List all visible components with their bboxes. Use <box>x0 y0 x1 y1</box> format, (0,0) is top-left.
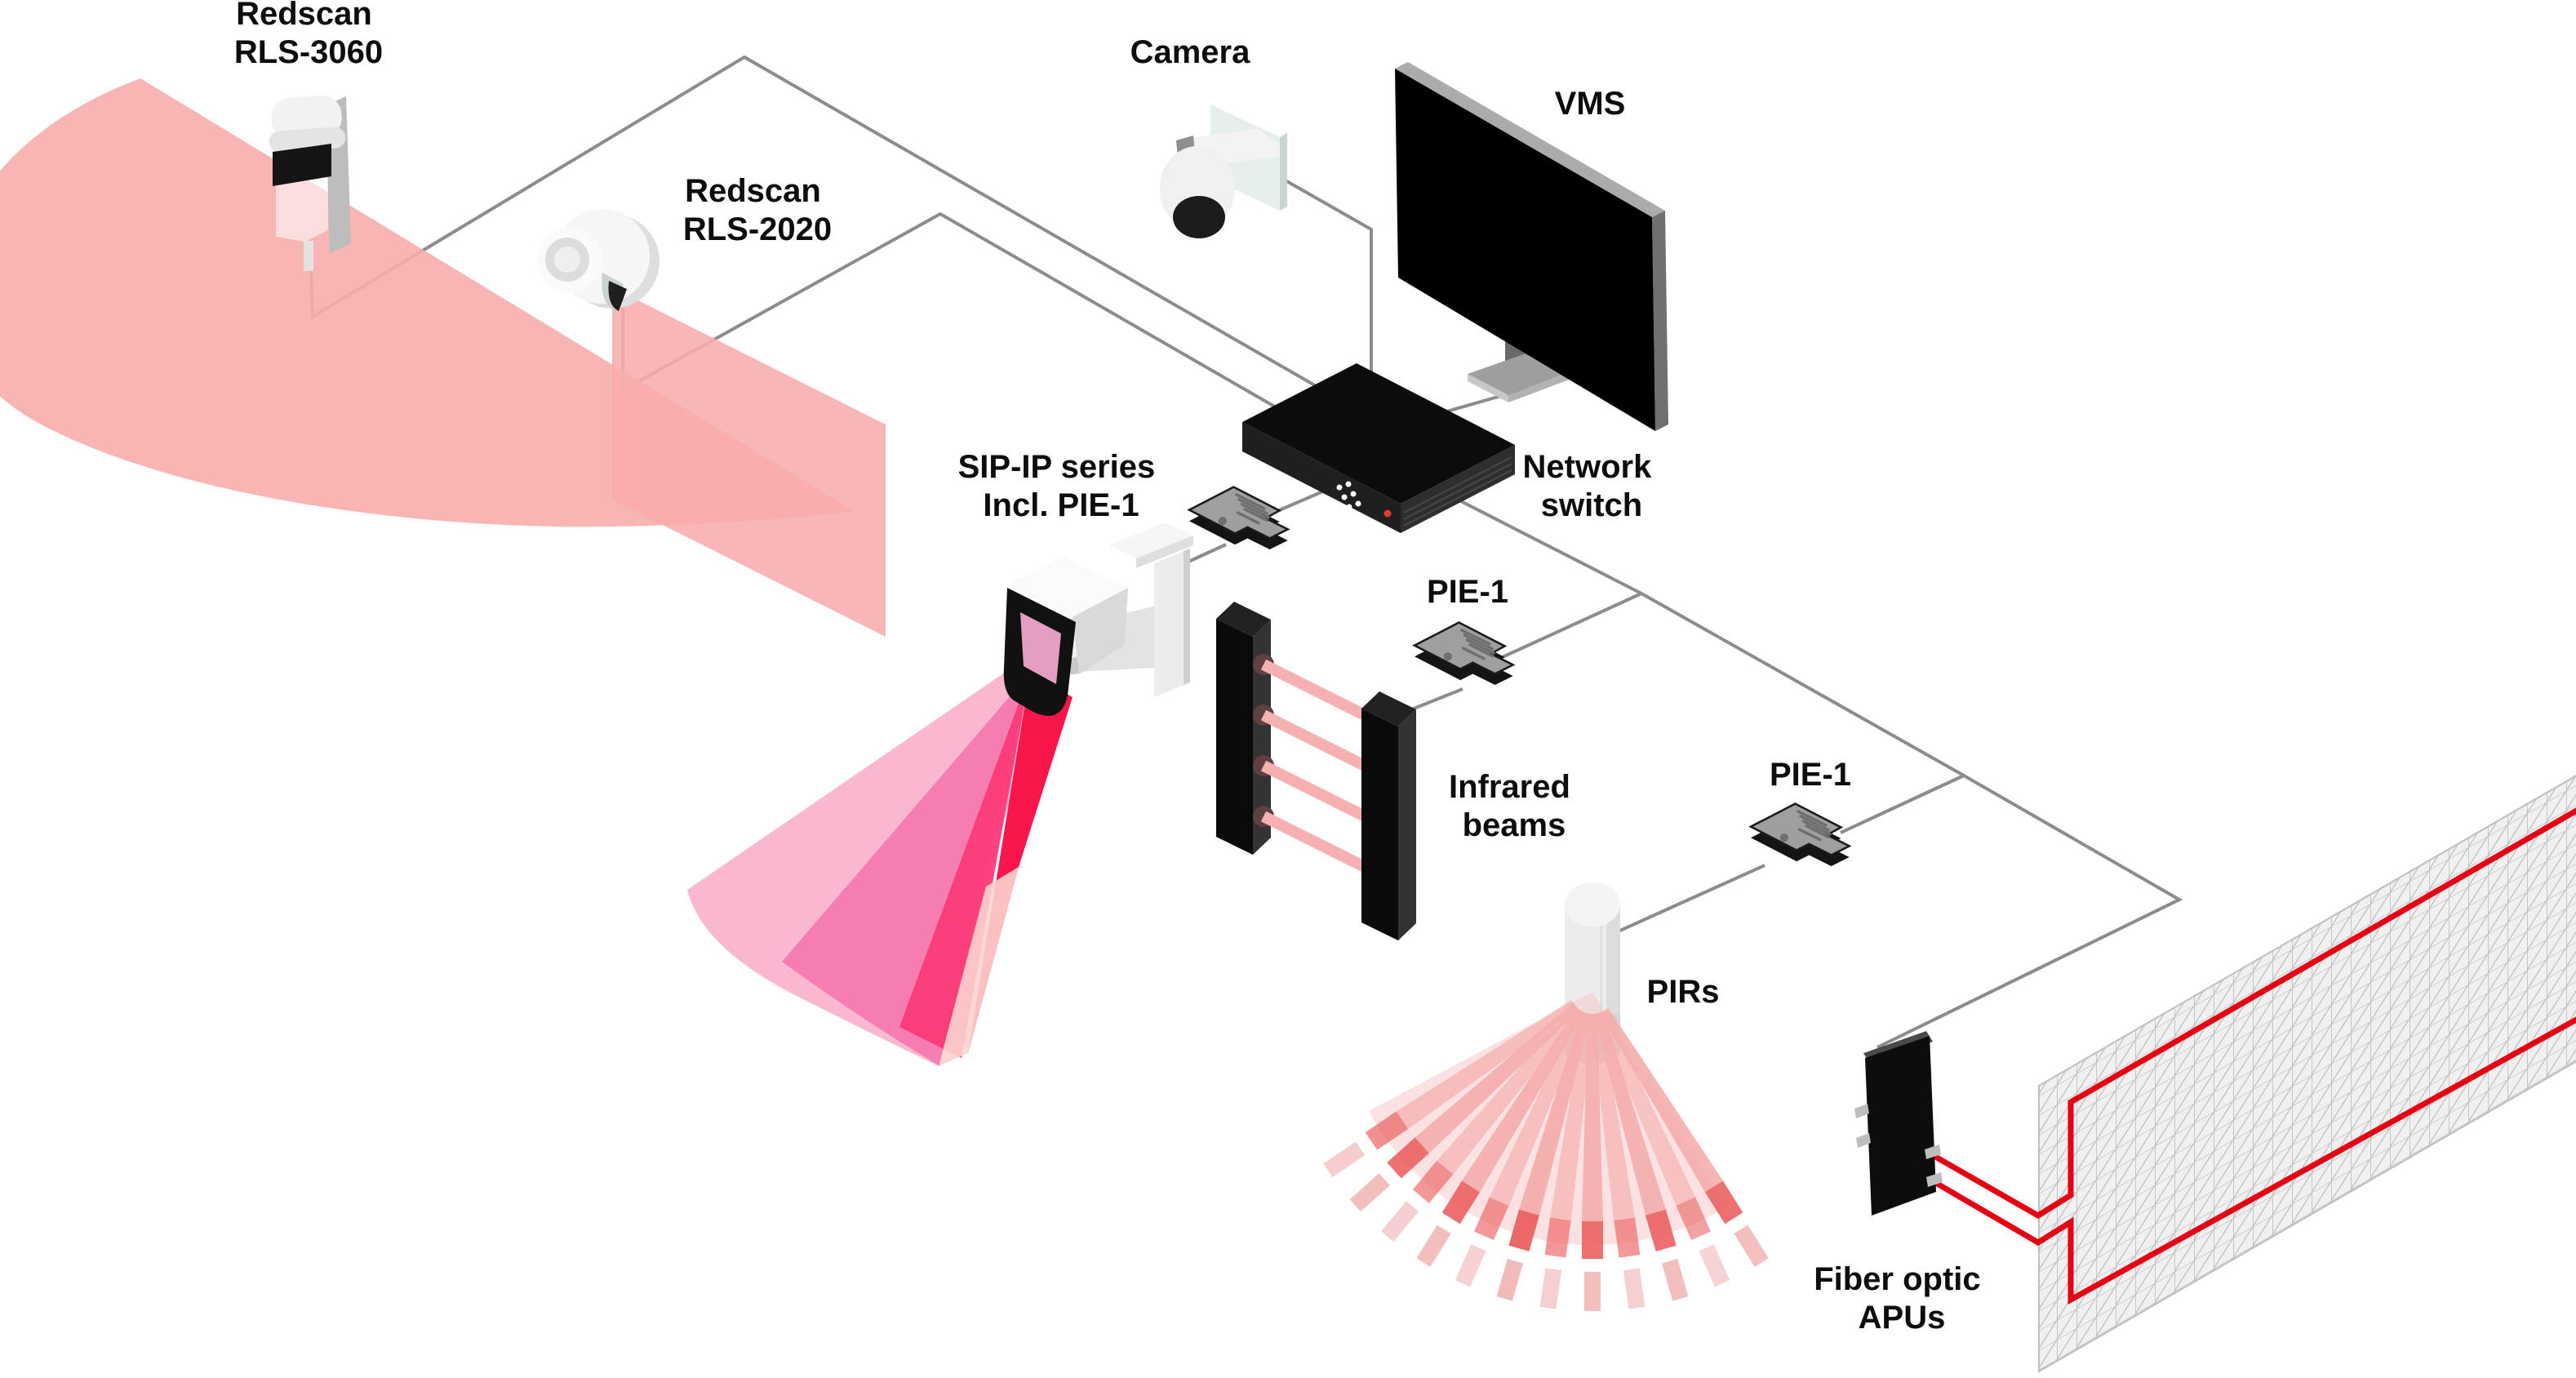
connection-line-branch-pie1-pir <box>1840 774 1965 834</box>
label-pie1-infrared: PIE-1 <box>1427 574 1508 610</box>
fiber-cable-lower <box>1933 1016 2576 1305</box>
connection-line-branch-pie1-infrared <box>1496 592 1642 661</box>
pie1-module-pir <box>1749 802 1851 868</box>
fiber-cable-upper <box>1930 807 2576 1220</box>
redscan-rls-2020-device <box>537 209 660 311</box>
label-rls3060: Redscan RLS-3060 <box>234 0 383 70</box>
fiber-optic-cables <box>1930 807 2576 1305</box>
rls3060-body <box>276 173 328 242</box>
fence-mesh <box>2038 775 2576 1373</box>
pie1-module-infrared <box>1413 620 1515 687</box>
redscan-rls-3060-device <box>269 95 351 271</box>
infrared-post-left <box>1216 602 1271 855</box>
apu-connector <box>1926 1172 1943 1187</box>
switch-status-leds <box>1336 481 1361 510</box>
pie1-module-sipip <box>1188 485 1290 551</box>
vms-monitor-device <box>1395 62 1668 431</box>
switch-power-led <box>1383 509 1392 518</box>
sipip-laser-cone <box>687 660 1073 1066</box>
rls2020-detection-zone <box>612 287 886 637</box>
labels: Redscan RLS-3060 Redscan RLS-2020 Camera… <box>234 0 1990 1336</box>
camera-dome <box>1173 196 1225 238</box>
connection-line-pie1-to-infrared-post <box>1405 687 1463 713</box>
network-switch-device <box>1242 363 1515 533</box>
label-camera: Camera <box>1130 34 1251 70</box>
connection-line-trunk <box>1387 462 2183 1049</box>
apu-connector <box>1856 1133 1871 1148</box>
label-vms: VMS <box>1555 86 1626 122</box>
dome-camera-device <box>1160 104 1287 238</box>
label-rls2020: Redscan RLS-2020 <box>683 173 832 247</box>
infrared-beams <box>1253 654 1371 874</box>
rls2020-laser-window <box>608 281 627 311</box>
vms-screen <box>1395 69 1655 431</box>
connection-line-camera-to-switch <box>1277 175 1373 382</box>
label-sipip: SIP-IP series Incl. PIE-1 <box>958 449 1165 523</box>
apu-connector <box>1925 1145 1941 1159</box>
infrared-beam-towers <box>1216 602 1416 940</box>
fiber-optic-apu-device <box>1854 1031 1943 1216</box>
label-pie1-pir: PIE-1 <box>1770 757 1851 793</box>
label-network-switch: Network switch <box>1523 449 1661 523</box>
label-fiber-apus: Fiber optic APUs <box>1814 1261 1990 1336</box>
label-pirs: PIRs <box>1647 974 1720 1010</box>
connection-line-pie1-to-pir <box>1597 864 1765 942</box>
pir-beam-fan <box>1321 992 1771 1311</box>
label-infrared-beams: Infrared beams <box>1449 769 1579 843</box>
sipip-camera-device <box>1003 522 1193 716</box>
apu-connector <box>1854 1104 1869 1118</box>
infrared-post-right <box>1361 691 1416 940</box>
connection-lines <box>309 55 2183 1049</box>
rls3060-laser-window <box>273 144 331 186</box>
sipip-lens-window <box>1020 612 1061 684</box>
